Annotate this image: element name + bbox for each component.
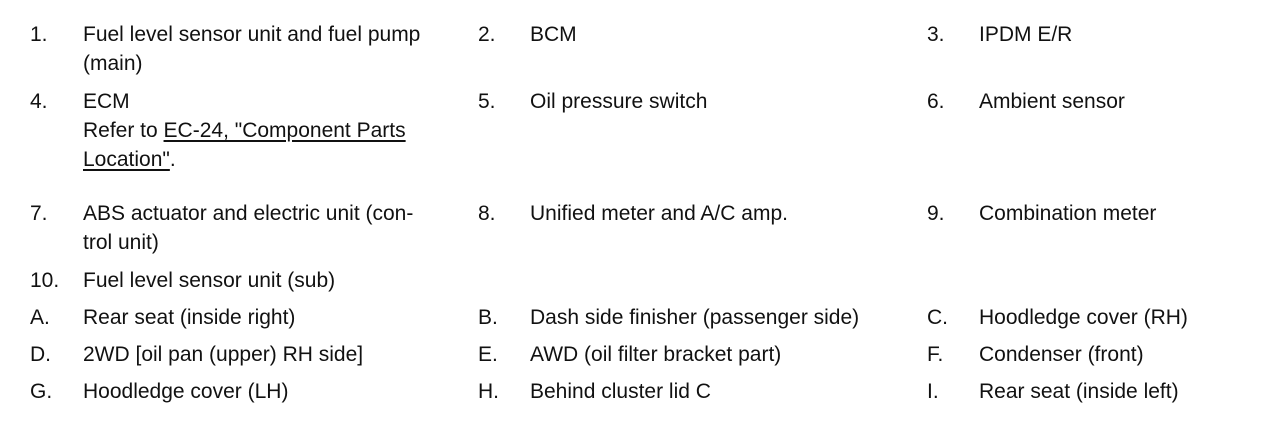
- list-item: F. Condenser (front): [927, 340, 1144, 369]
- item-number: E.: [478, 343, 498, 366]
- item-number: 6.: [927, 90, 945, 113]
- list-item: 6. Ambient sensor: [927, 87, 1125, 116]
- item-number: 7.: [30, 202, 48, 225]
- list-item: D. 2WD [oil pan (upper) RH side]: [30, 340, 363, 369]
- item-number: 5.: [478, 90, 496, 113]
- item-number: 9.: [927, 202, 945, 225]
- list-item: G. Hoodledge cover (LH): [30, 377, 288, 406]
- item-label: Behind cluster lid C: [530, 380, 711, 403]
- item-number: C.: [927, 306, 948, 329]
- item-number: B.: [478, 306, 498, 329]
- list-item: A. Rear seat (inside right): [30, 303, 295, 332]
- item-number: H.: [478, 380, 499, 403]
- list-item: 5. Oil pressure switch: [478, 87, 707, 116]
- item-number: 4.: [30, 90, 48, 113]
- list-item: B. Dash side finisher (passenger side): [478, 303, 859, 332]
- item-number: F.: [927, 343, 944, 366]
- item-label: AWD (oil filter bracket part): [530, 343, 782, 366]
- list-item: H. Behind cluster lid C: [478, 377, 711, 406]
- item-label: Combination meter: [979, 202, 1157, 225]
- item-number: D.: [30, 343, 51, 366]
- item-number: 10.: [30, 269, 60, 292]
- item-label: Oil pressure switch: [530, 90, 708, 113]
- list-item: C. Hoodledge cover (RH): [927, 303, 1188, 332]
- list-item: 8. Unified meter and A/C amp.: [478, 199, 788, 228]
- item-label: Rear seat (inside right): [83, 306, 296, 329]
- item-label: Dash side finisher (passenger side): [530, 306, 860, 329]
- item-label: ABS actuator and electric unit (con- tro…: [83, 202, 414, 254]
- list-item: 2. BCM: [478, 20, 577, 49]
- reference-link[interactable]: EC-24, "Component Parts: [163, 119, 406, 142]
- list-item: 10. Fuel level sensor unit (sub): [30, 266, 335, 295]
- item-number: 2.: [478, 23, 496, 46]
- item-label: 2WD [oil pan (upper) RH side]: [83, 343, 364, 366]
- item-number: G.: [30, 380, 53, 403]
- item-number: 1.: [30, 23, 48, 46]
- list-item: 7. ABS actuator and electric unit (con- …: [30, 199, 413, 257]
- item-label: Rear seat (inside left): [979, 380, 1179, 403]
- item-label: IPDM E/R: [979, 23, 1073, 46]
- item-number: 8.: [478, 202, 496, 225]
- item-label: Hoodledge cover (LH): [83, 380, 289, 403]
- item-label: ECM Refer to EC-24, "Component Parts Loc…: [83, 90, 406, 171]
- item-label: Hoodledge cover (RH): [979, 306, 1188, 329]
- reference-link[interactable]: Location": [83, 148, 170, 171]
- item-label: BCM: [530, 23, 577, 46]
- item-number: 3.: [927, 23, 945, 46]
- item-label: Fuel level sensor unit and fuel pump (ma…: [83, 23, 421, 75]
- list-item: I. Rear seat (inside left): [927, 377, 1179, 406]
- item-number: I.: [927, 380, 939, 403]
- list-item: 9. Combination meter: [927, 199, 1156, 228]
- item-label: Ambient sensor: [979, 90, 1125, 113]
- item-number: A.: [30, 306, 50, 329]
- item-label: Condenser (front): [979, 343, 1144, 366]
- list-item: 3. IPDM E/R: [927, 20, 1072, 49]
- item-label: Fuel level sensor unit (sub): [83, 269, 336, 292]
- list-item: E. AWD (oil filter bracket part): [478, 340, 781, 369]
- item-label: Unified meter and A/C amp.: [530, 202, 788, 225]
- list-item: 1. Fuel level sensor unit and fuel pump …: [30, 20, 420, 78]
- list-item: 4. ECM Refer to EC-24, "Component Parts …: [30, 87, 406, 174]
